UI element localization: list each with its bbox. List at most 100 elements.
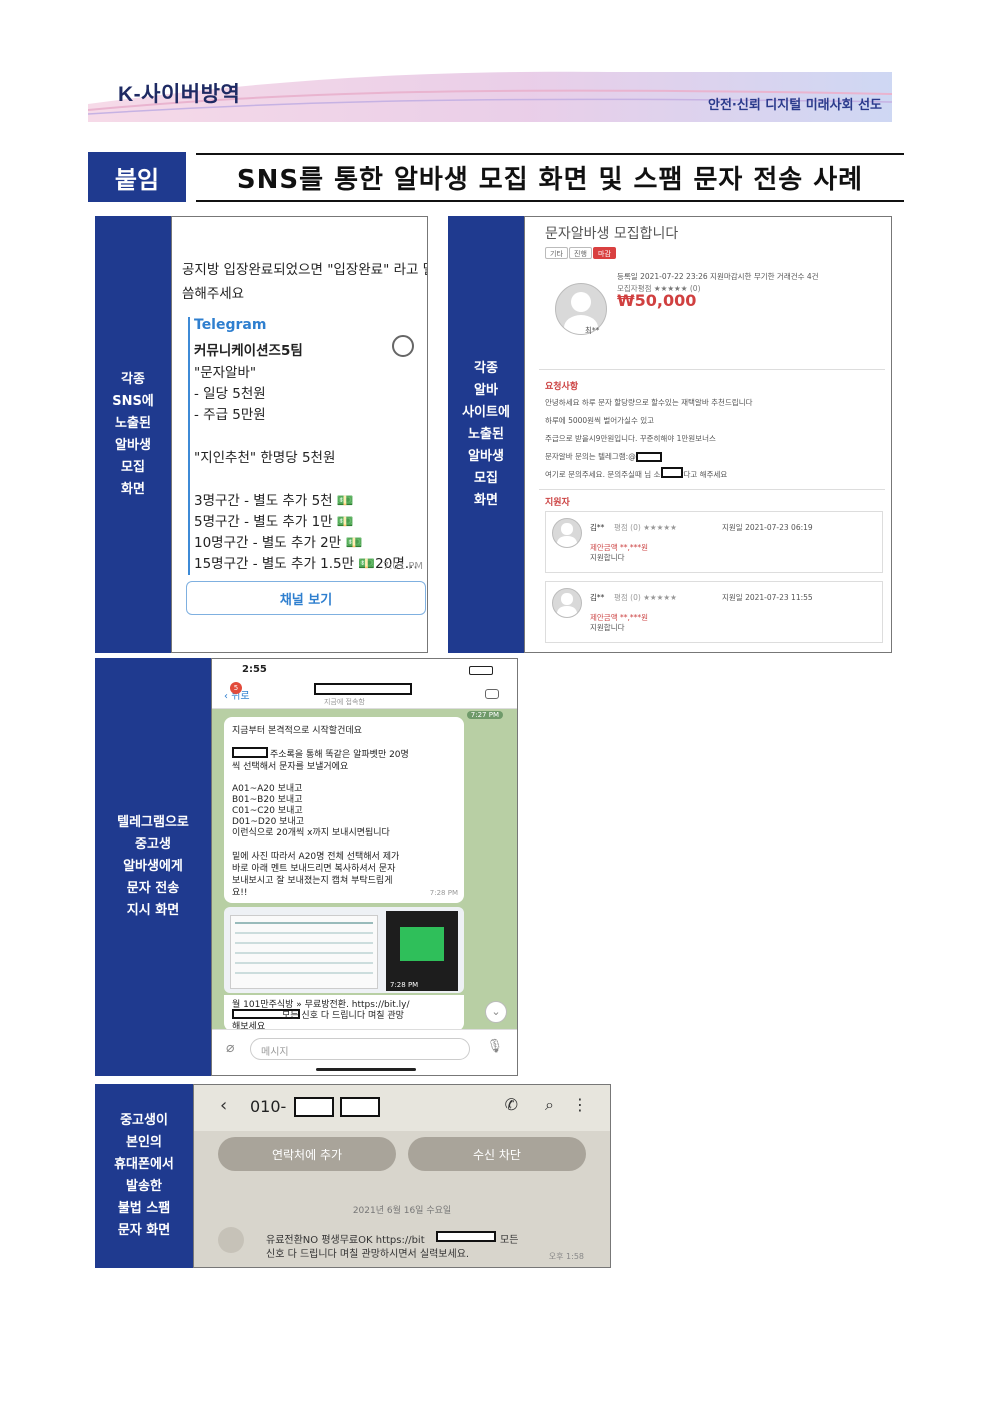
chat-subtitle: 지금에 접속함 <box>324 698 365 706</box>
unread-badge: 5 <box>230 682 242 694</box>
msg-line: C01~C20 보내고 <box>232 806 303 816</box>
requirement-line: 안녕하세요 하루 문자 할당량으로 할수있는 재택알바 추천드립니다 <box>545 398 753 407</box>
block-button[interactable]: 수신 차단 <box>408 1137 586 1171</box>
message-input-bar: ⌀ 메시지 🎙 <box>212 1029 517 1075</box>
header-banner: K-사이버방역 안전·신뢰 디지털 미래사회 선도 <box>88 70 892 122</box>
call-icon[interactable]: ✆ <box>504 1095 518 1114</box>
job-price: ₩50,000 <box>617 291 697 310</box>
job-title: 문자알바생 모집합니다 <box>545 226 679 242</box>
divider <box>539 369 885 370</box>
sender-number: 010- <box>250 1097 287 1116</box>
msg-line: 바로 아래 멘트 보내드리면 복사하셔서 문자 <box>232 864 396 874</box>
screenshot-telegram-post: 공지방 입장완료되었으면 "입장완료" 라고 말 씀해주세요 Telegram … <box>171 216 428 653</box>
requirements-heading: 요청사항 <box>545 382 579 392</box>
attach-icon[interactable]: ⌀ <box>226 1040 235 1056</box>
requirement-line: 하루에 5000원씩 벌어가실수 있고 <box>545 416 655 425</box>
msg-line: B01~B20 보내고 <box>232 795 303 805</box>
redaction-box <box>661 467 683 478</box>
message-bubble: 지금부터 본격적으로 시작할건데요 주소록을 통해 똑같은 알파벳만 20명 씩… <box>224 717 464 903</box>
screenshot-telegram-chat: 2:55 ‹ 뒤로 5 지금에 접속함 7:27 PM 지금부터 본격적으로 시… <box>211 658 518 1076</box>
requirement-line: 여기로 문의주세요. 문의주실때 님 소개로 왔다고 해주세요 <box>545 470 728 479</box>
post-line: 3명구간 - 별도 추가 5천 💵 <box>194 493 354 509</box>
applicant-name: 김** <box>590 523 605 532</box>
back-label: 뒤로 <box>231 691 250 702</box>
banner-wave-graphic <box>88 71 892 122</box>
poster-rating: 모집자평점 ★★★★★ (0) <box>617 284 701 293</box>
channel-name: 커뮤니케이션즈5팀 <box>194 343 303 359</box>
screenshot-attachment[interactable]: 7:28 PM <box>224 907 464 993</box>
msg-line: 요!! <box>232 888 248 898</box>
message-input[interactable]: 메시지 <box>250 1038 470 1060</box>
chat-area: 7:27 PM 지금부터 본격적으로 시작할건데요 주소록을 통해 똑같은 알파… <box>212 709 517 1032</box>
post-line: 5명구간 - 별도 추가 1만 💵 <box>194 514 354 530</box>
msg-line: 보내보시고 잘 보내졌는지 캡쳐 부탁드립게 <box>232 876 393 886</box>
applicant-card: 김** 평점 (0) ★★★★★ 지원일 2021-07-23 06:19 제안… <box>545 511 883 573</box>
sms-time: 오후 1:58 <box>548 1252 584 1261</box>
home-indicator <box>316 1068 416 1071</box>
job-meta: 등록일 2021-07-22 23:26 지원마감시한 무기한 거래건수 4건 <box>617 272 819 281</box>
chip: 진행 <box>569 247 592 259</box>
back-arrow-icon[interactable]: ‹ <box>220 1095 228 1116</box>
applicant-date: 지원일 2021-07-23 06:19 <box>722 523 813 532</box>
channel-logo-icon <box>392 335 414 357</box>
source-telegram: Telegram <box>194 317 267 333</box>
chip: 기타 <box>545 247 568 259</box>
requirement-line: 주급으로 받을시9만원입니다. 꾸준히해야 1만원보너스 <box>545 434 716 443</box>
applicant-rating: 평점 (0) ★★★★★ <box>614 523 677 532</box>
screenshot-job-site: 문자알바생 모집합니다 기타 진행 마감 최** 등록일 2021-07-22 … <box>524 216 892 653</box>
msg-time: 7:28 PM <box>429 889 458 897</box>
label-site-recruit: 각종 알바 사이트에 노출된 알바생 모집 화면 <box>448 216 524 653</box>
chat-avatar-icon[interactable] <box>485 689 499 699</box>
scroll-down-icon[interactable]: ⌄ <box>485 1001 507 1023</box>
post-time: 7:01 PM <box>382 561 423 572</box>
sms-line-end: 모든 <box>500 1235 519 1246</box>
post-line: 10명구간 - 별도 추가 2만 💵 <box>194 535 363 551</box>
chip-closed: 마감 <box>593 247 616 259</box>
msg-line: 밑에 사진 따라서 A20명 전체 선택해서 제가 <box>232 852 400 862</box>
message-date: 2021년 6월 16일 수요일 <box>352 1206 452 1216</box>
spam-line: 월 101만주식방 » 무료방전환. https://bit.ly/ <box>232 1000 410 1010</box>
sms-header: ‹ 010- ✆ ⌕ ⋮ <box>194 1085 610 1131</box>
applicant-offer: 제안금액 **,***원 <box>590 543 649 552</box>
redaction-box <box>232 1009 300 1019</box>
msg-line: 지금부터 본격적으로 시작할건데요 <box>232 726 362 736</box>
contacts-list-image <box>230 915 378 989</box>
msg-line: D01~D20 보내고 <box>232 817 305 827</box>
chat-nav: ‹ 뒤로 5 지금에 접속함 <box>212 681 517 709</box>
clock: 2:55 <box>242 664 267 675</box>
applicant-offer: 제안금액 **,***원 <box>590 613 649 622</box>
msg-line: A01~A20 보내고 <box>232 784 303 794</box>
applicants-heading: 지원자 <box>545 498 570 508</box>
status-bar: 2:55 <box>212 659 517 681</box>
spam-message-bubble: 월 101만주식방 » 무료방전환. https://bit.ly/ 모든 신호… <box>224 995 464 1032</box>
phone-sms-image: 7:28 PM <box>386 911 458 991</box>
spam-line: 해보세요 <box>232 1022 266 1032</box>
label-spam-sms: 중고생이 본인의 휴대폰에서 발송한 불법 스팸 문자 화면 <box>95 1084 193 1268</box>
view-channel-button[interactable]: 채널 보기 <box>186 581 426 615</box>
applicant-note: 지원합니다 <box>590 623 625 632</box>
redaction-box <box>635 452 662 462</box>
back-button[interactable]: ‹ 뒤로 <box>224 691 250 702</box>
label-telegram-instruction: 텔레그램으로 중고생 알바생에게 문자 전송 지시 화면 <box>95 658 211 1076</box>
spam-line: 모든 신호 다 드립니다 며칠 관망 <box>282 1011 404 1021</box>
post-line: "문자알바" <box>194 365 257 381</box>
post-intro-1: 공지방 입장완료되었으면 "입장완료" 라고 말 <box>182 262 428 278</box>
search-icon[interactable]: ⌕ <box>545 1095 554 1114</box>
slogan: 안전·신뢰 디지털 미래사회 선도 <box>708 98 882 113</box>
post-line: - 일당 5천원 <box>194 386 266 402</box>
sender-avatar-icon <box>218 1227 244 1253</box>
redaction-box <box>294 1097 334 1117</box>
sms-line: 신호 다 드립니다 며칠 관망하시면서 실력보세요. <box>266 1249 470 1260</box>
more-icon[interactable]: ⋮ <box>572 1095 588 1114</box>
quote-bar <box>188 317 190 575</box>
top-time: 7:27 PM <box>466 711 503 719</box>
requirement-text: 문자알바 문의는 텔레그램:@ <box>545 452 636 461</box>
add-contact-button[interactable]: 연락처에 추가 <box>218 1137 396 1171</box>
mic-icon[interactable]: 🎙 <box>486 1039 503 1054</box>
divider <box>539 489 885 490</box>
poster-name: 최** <box>585 326 600 335</box>
applicant-avatar-icon <box>552 588 582 618</box>
post-intro-2: 씀해주세요 <box>182 286 245 302</box>
applicant-name: 김** <box>590 593 605 602</box>
applicant-avatar-icon <box>552 518 582 548</box>
